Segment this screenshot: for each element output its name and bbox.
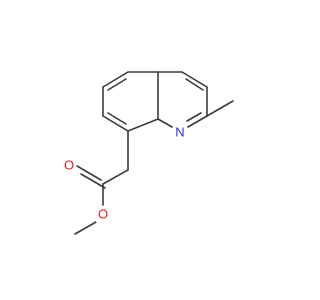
bond-c4-c3	[181, 71, 208, 88]
bond-c5-c6	[102, 71, 129, 88]
bond-ester-o-methyl	[74, 221, 97, 235]
nitrogen-atom-label: N	[175, 125, 184, 140]
nitrogen-mask	[173, 124, 187, 140]
structure-diagram: N O O	[62, 71, 234, 235]
ester-oxygen-mask	[96, 206, 110, 222]
ester-oxygen-atom-label: O	[98, 207, 108, 222]
carbonyl-oxygen-mask	[62, 156, 76, 172]
bond-carbonyl-o-double-b	[80, 173, 106, 189]
bond-c5-c6-inner	[107, 78, 127, 91]
carbonyl-oxygen-atom-label: O	[64, 158, 74, 173]
bond-c2-n1-inner	[186, 112, 202, 122]
bond-c7-c8	[102, 115, 129, 132]
bond-c2-methyl	[206, 100, 234, 117]
bond-c8-c8a	[127, 118, 159, 132]
bond-ch2-carbonyl	[102, 169, 129, 185]
bond-c7-c8-inner	[107, 112, 127, 125]
bond-carbonyl-o-double-a	[76, 165, 102, 181]
molecule-canvas: N O O	[62, 71, 234, 235]
bond-n1-c8a	[157, 118, 173, 128]
bond-c2-n1	[187, 115, 208, 128]
bond-c4-c3-inner	[185, 78, 204, 91]
